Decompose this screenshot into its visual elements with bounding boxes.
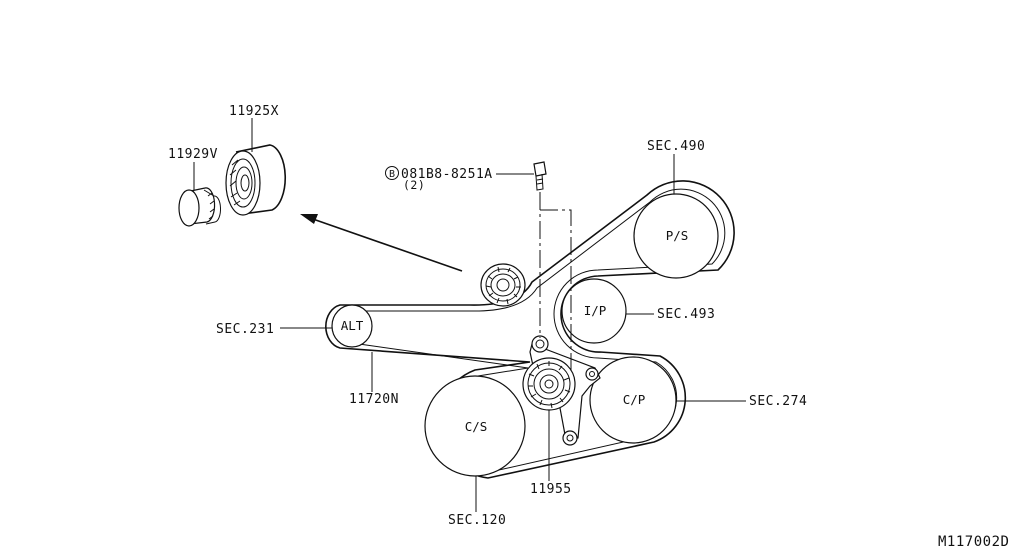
idler-pulley-exploded [225,144,287,216]
bolt-symbol: B [389,169,395,180]
compressor-pulley [589,356,677,444]
ps-pulley-label: P/S [666,228,689,243]
power-steering-pulley [633,193,719,279]
cs-pulley-label: C/S [465,419,488,434]
bolt-part-label: 081B8-8251A [401,167,493,182]
explode-arrow [309,217,463,272]
cp-pulley-label: C/P [623,392,646,407]
idler-pulley-part-label: 11925X [229,104,279,119]
cp-section-label: SEC.274 [749,394,807,409]
idler-cover-exploded [178,187,221,227]
alt-section-label: SEC.231 [216,322,274,337]
cs-section-label: SEC.120 [448,513,506,528]
drawing-id: M117002D [938,534,1009,550]
explode-arrowhead [300,214,318,224]
belt-tensioner [522,335,601,446]
bolt-qty-label: (2) [403,178,425,192]
ps-section-label: SEC.490 [647,139,705,154]
crankshaft-pulley [424,375,526,477]
alternator-pulley [331,304,373,348]
alt-pulley-label: ALT [341,318,364,333]
upper-idler-pulley [480,263,526,307]
idler-pulley [561,278,627,344]
mounting-bolt [533,161,547,191]
bolt-centerline-2 [540,209,572,372]
ip-pulley-label: I/P [584,303,607,318]
bolt-symbol-circle [385,166,399,180]
ip-section-label: SEC.493 [657,307,715,322]
idler-cover-part-label: 11929V [168,147,218,162]
belt-part-label: 11720N [349,392,399,407]
tensioner-part-label: 11955 [530,482,572,497]
